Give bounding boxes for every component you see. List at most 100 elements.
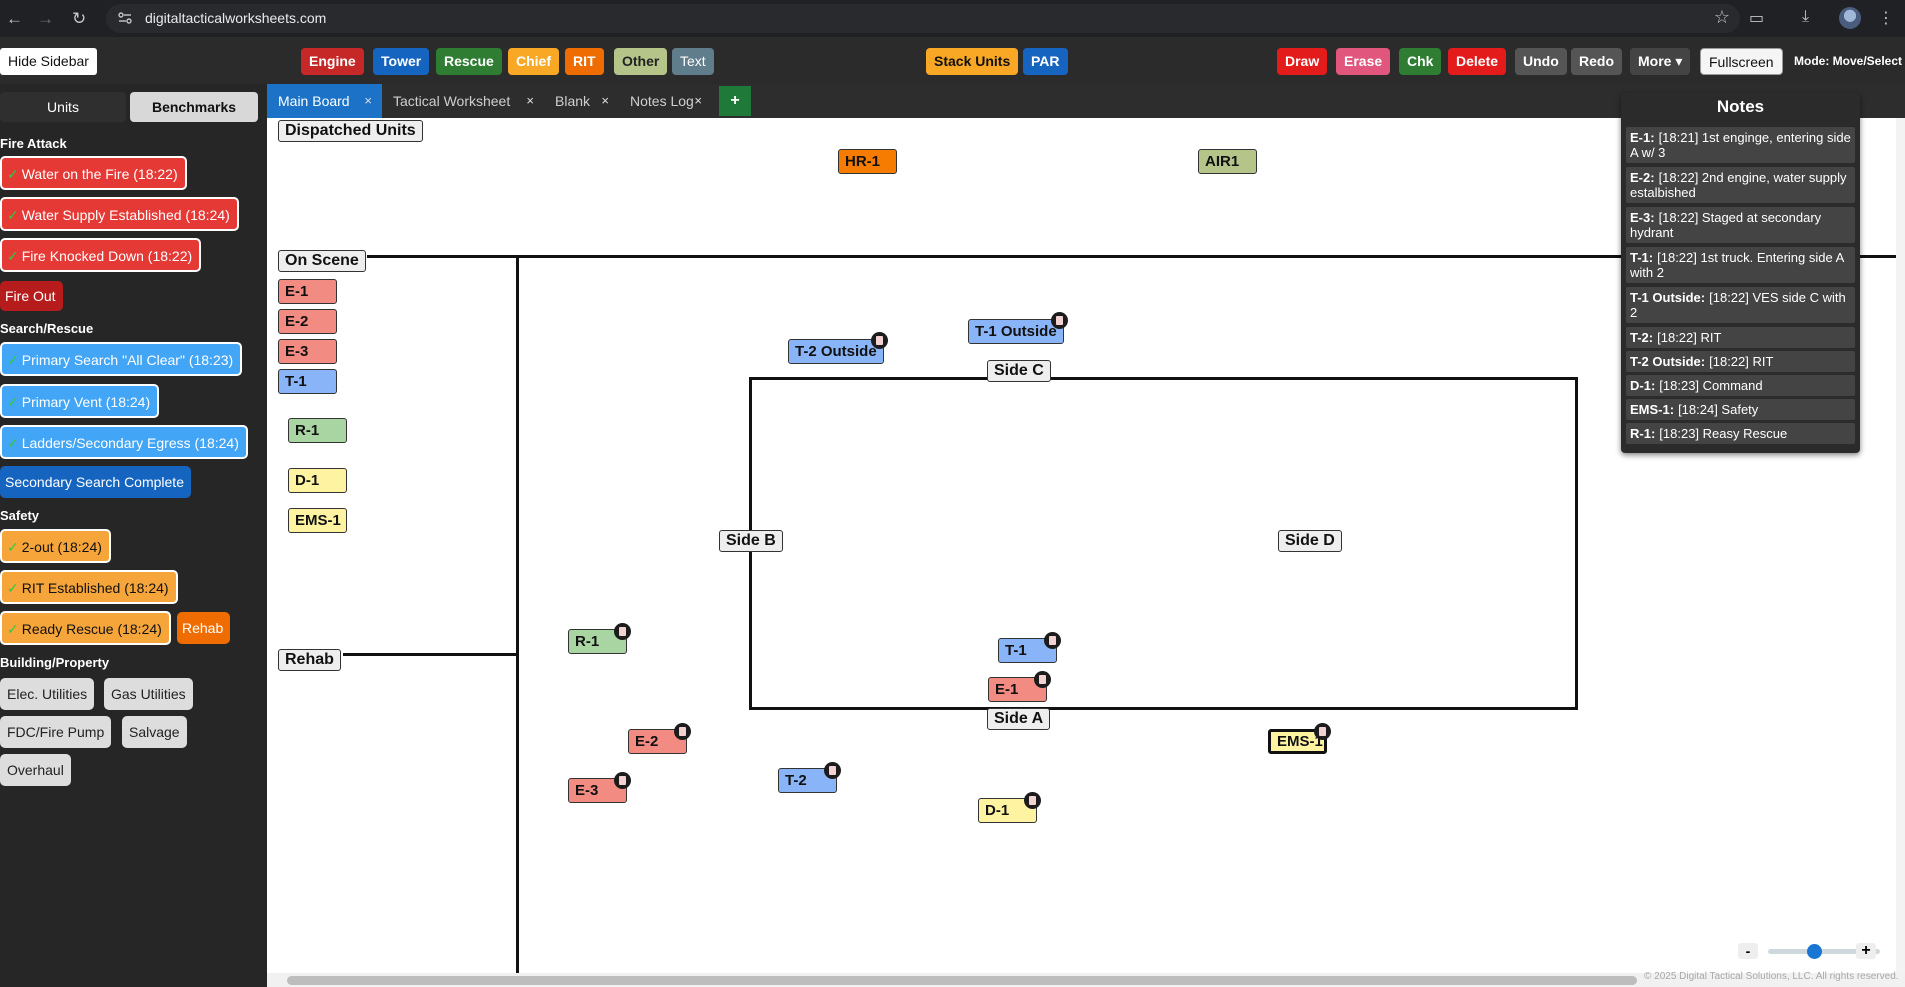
hide-sidebar-button[interactable]: Hide Sidebar bbox=[0, 48, 97, 75]
unit-chip-air1[interactable]: AIR1 bbox=[1198, 149, 1257, 174]
close-icon[interactable]: × bbox=[694, 93, 702, 108]
stack-units-button[interactable]: Stack Units bbox=[926, 48, 1019, 75]
board-vertical-scrollbar[interactable] bbox=[1896, 118, 1905, 973]
note-item[interactable]: E-2:[18:22] 2nd engine, water supply est… bbox=[1626, 167, 1855, 203]
placed-chip-t-1-outside[interactable]: T-1 Outside bbox=[968, 319, 1064, 344]
benchmark-ladders-egress[interactable]: ✓Ladders/Secondary Egress (18:24) bbox=[0, 425, 248, 459]
rit-button[interactable]: RIT bbox=[565, 48, 604, 75]
note-item[interactable]: EMS-1:[18:24] Safety bbox=[1626, 399, 1855, 420]
placed-chip-e-1[interactable]: E-1 bbox=[988, 677, 1047, 702]
back-arrow-icon[interactable]: ← bbox=[6, 9, 23, 28]
lens-search-icon[interactable]: ▭ bbox=[1749, 10, 1765, 27]
zoom-out-button[interactable]: - bbox=[1738, 943, 1758, 959]
site-settings-icon[interactable] bbox=[118, 12, 132, 24]
note-item[interactable]: D-1:[18:23] Command bbox=[1626, 375, 1855, 396]
side-d-label[interactable]: Side D bbox=[1278, 530, 1342, 552]
close-icon[interactable]: × bbox=[601, 93, 609, 108]
benchmark-primary-vent[interactable]: ✓Primary Vent (18:24) bbox=[0, 384, 160, 418]
side-c-label[interactable]: Side C bbox=[987, 360, 1051, 382]
note-icon[interactable] bbox=[1044, 632, 1061, 649]
par-button[interactable]: PAR bbox=[1023, 48, 1068, 75]
unit-chip-hr-1[interactable]: HR-1 bbox=[838, 149, 897, 174]
side-a-label[interactable]: Side A bbox=[987, 708, 1051, 730]
note-item[interactable]: E-1:[18:21] 1st enginge, entering side A… bbox=[1626, 127, 1855, 163]
staged-chip-ems-1[interactable]: EMS-1 bbox=[288, 508, 347, 533]
placed-chip-t-2-outside[interactable]: T-2 Outside bbox=[788, 339, 884, 364]
note-item[interactable]: T-2 Outside:[18:22] RIT bbox=[1626, 351, 1855, 372]
note-icon[interactable] bbox=[1034, 671, 1051, 688]
note-item[interactable]: T-1:[18:22] 1st truck. Entering side A w… bbox=[1626, 247, 1855, 283]
delete-button[interactable]: Delete bbox=[1448, 48, 1507, 75]
staged-chip-e-2[interactable]: E-2 bbox=[278, 309, 337, 334]
benchmark-rit-established[interactable]: ✓RIT Established (18:24) bbox=[0, 570, 178, 604]
scrollbar-thumb[interactable] bbox=[287, 976, 1637, 985]
redo-button[interactable]: Redo bbox=[1571, 48, 1622, 75]
benchmark-fdc-fire-pump[interactable]: FDC/Fire Pump bbox=[0, 716, 112, 748]
benchmark-rehab[interactable]: Rehab bbox=[177, 612, 231, 644]
address-bar[interactable]: digitaltacticalworksheets.com ☆ bbox=[106, 4, 1740, 33]
other-button[interactable]: Other bbox=[614, 48, 668, 75]
check-button[interactable]: Chk bbox=[1399, 48, 1442, 75]
text-button[interactable]: Text bbox=[672, 48, 714, 75]
note-icon[interactable] bbox=[824, 762, 841, 779]
erase-button[interactable]: Erase bbox=[1336, 48, 1391, 75]
benchmark-elec-utilities[interactable]: Elec. Utilities bbox=[0, 678, 95, 710]
benchmark-2-out[interactable]: ✓2-out (18:24) bbox=[0, 529, 111, 563]
chief-button[interactable]: Chief bbox=[508, 48, 559, 75]
benchmark-gas-utilities[interactable]: Gas Utilities bbox=[104, 678, 193, 710]
tab-units[interactable]: Units bbox=[0, 92, 126, 122]
benchmark-secondary-search[interactable]: Secondary Search Complete bbox=[0, 466, 191, 498]
staged-chip-e-3[interactable]: E-3 bbox=[278, 339, 337, 364]
staged-chip-e-1[interactable]: E-1 bbox=[278, 279, 337, 304]
side-b-label[interactable]: Side B bbox=[719, 530, 783, 552]
tab-tactical-worksheet[interactable]: Tactical Worksheet× bbox=[382, 84, 544, 118]
note-item[interactable]: E-3:[18:22] Staged at secondary hydrant bbox=[1626, 207, 1855, 243]
note-icon[interactable] bbox=[1024, 792, 1041, 809]
note-icon[interactable] bbox=[1314, 723, 1331, 740]
note-item[interactable]: T-1 Outside:[18:22] VES side C with 2 bbox=[1626, 287, 1855, 323]
menu-dots-icon[interactable]: ⋮ bbox=[1878, 10, 1894, 27]
engine-button[interactable]: Engine bbox=[301, 48, 364, 75]
zoom-slider-thumb[interactable] bbox=[1806, 944, 1822, 959]
benchmark-water-supply[interactable]: ✓Water Supply Established (18:24) bbox=[0, 197, 239, 231]
close-icon[interactable]: × bbox=[526, 93, 534, 108]
add-tab-button[interactable]: + bbox=[719, 86, 751, 116]
placed-chip-e-2[interactable]: E-2 bbox=[628, 729, 687, 754]
tab-main-board[interactable]: Main Board× bbox=[267, 84, 382, 118]
bookmark-star-icon[interactable]: ☆ bbox=[1713, 7, 1730, 27]
download-icon[interactable]: ⤓ bbox=[1802, 8, 1810, 25]
benchmark-fire-out[interactable]: Fire Out bbox=[0, 281, 63, 311]
reload-icon[interactable]: ↻ bbox=[72, 9, 87, 28]
forward-arrow-icon[interactable]: → bbox=[37, 9, 54, 28]
rescue-button[interactable]: Rescue bbox=[436, 48, 502, 75]
draw-button[interactable]: Draw bbox=[1277, 48, 1328, 75]
fullscreen-button[interactable]: Fullscreen bbox=[1700, 48, 1783, 75]
benchmark-primary-search[interactable]: ✓Primary Search "All Clear" (18:23) bbox=[0, 342, 243, 376]
placed-chip-t-2[interactable]: T-2 bbox=[778, 768, 837, 793]
zoom-slider-track[interactable] bbox=[1768, 944, 1880, 959]
note-icon[interactable] bbox=[614, 623, 631, 640]
note-item[interactable]: T-2:[18:22] RIT bbox=[1626, 327, 1855, 348]
note-item[interactable]: R-1:[18:23] Reasy Rescue bbox=[1626, 423, 1855, 444]
benchmark-salvage[interactable]: Salvage bbox=[122, 716, 187, 748]
benchmark-water-on-fire[interactable]: ✓Water on the Fire (18:22) bbox=[0, 156, 187, 190]
note-icon[interactable] bbox=[614, 772, 631, 789]
tab-benchmarks[interactable]: Benchmarks bbox=[130, 92, 258, 122]
profile-avatar[interactable] bbox=[1839, 7, 1861, 29]
tab-notes-log[interactable]: Notes Log× bbox=[619, 84, 712, 118]
board-horizontal-scrollbar[interactable] bbox=[267, 973, 1905, 987]
staged-chip-d-1[interactable]: D-1 bbox=[288, 468, 347, 493]
tower-button[interactable]: Tower bbox=[373, 48, 430, 75]
note-icon[interactable] bbox=[674, 723, 691, 740]
benchmark-overhaul[interactable]: Overhaul bbox=[0, 754, 71, 786]
tab-blank[interactable]: Blank× bbox=[544, 84, 619, 118]
zoom-in-button[interactable]: + bbox=[1856, 943, 1876, 959]
staged-chip-t-1[interactable]: T-1 bbox=[278, 369, 337, 394]
staged-chip-r-1[interactable]: R-1 bbox=[288, 418, 347, 443]
more-dropdown[interactable]: More ▾ bbox=[1630, 48, 1691, 75]
undo-button[interactable]: Undo bbox=[1515, 48, 1567, 75]
close-icon[interactable]: × bbox=[364, 93, 372, 108]
benchmark-ready-rescue[interactable]: ✓Ready Rescue (18:24) bbox=[0, 611, 171, 645]
benchmark-fire-knocked-down[interactable]: ✓Fire Knocked Down (18:22) bbox=[0, 238, 202, 272]
note-icon[interactable] bbox=[871, 332, 888, 349]
